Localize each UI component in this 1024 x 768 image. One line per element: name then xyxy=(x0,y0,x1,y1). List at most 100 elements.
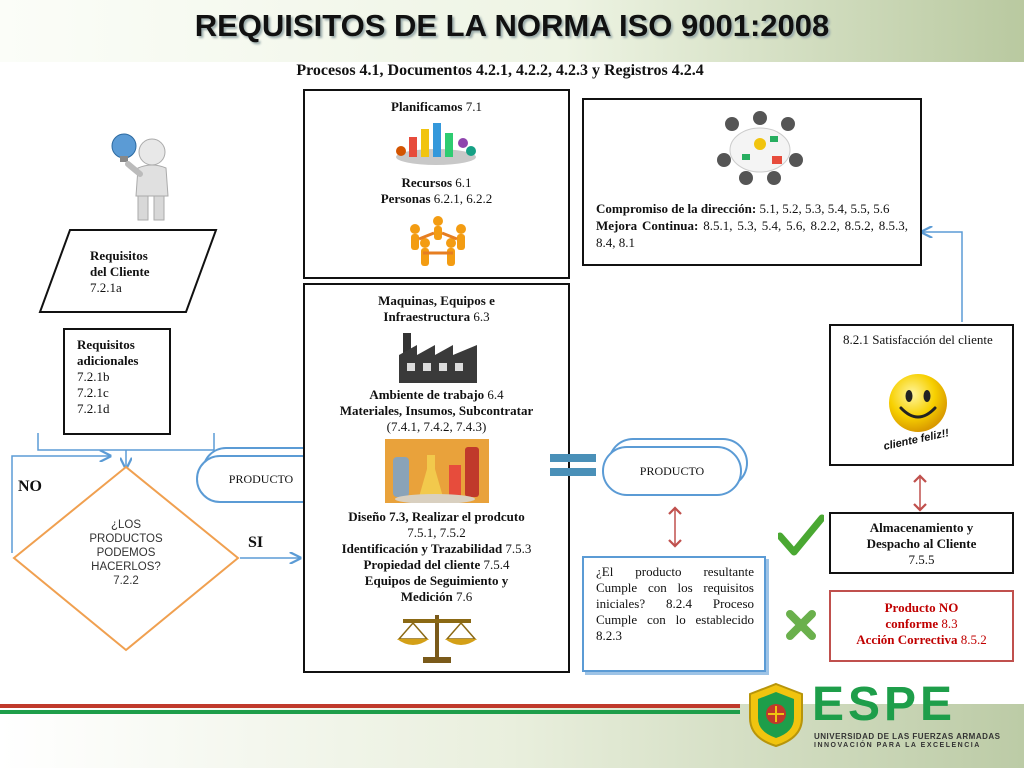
direccion-box: Compromiso de la dirección: 5.1, 5.2, 5.… xyxy=(582,98,922,266)
equipos-line1: Equipos de Seguimiento y xyxy=(364,573,509,588)
satisfaccion-box: 8.2.1 Satisfacción del cliente cliente f… xyxy=(829,324,1014,466)
espe-logo-text: ESPE xyxy=(812,678,957,731)
thinking-person-icon xyxy=(108,130,178,225)
recursos-row: Recursos 6.1 xyxy=(305,175,568,191)
resultante-line2: Proceso Cumple con lo establecido xyxy=(596,596,755,627)
requisitos-adicionales-ref1: 7.2.1b xyxy=(77,369,110,384)
personas-ref: 6.2.1, 6.2.2 xyxy=(433,191,493,206)
no-label: NO xyxy=(18,478,42,495)
almacenamiento-line1: Almacenamiento y xyxy=(869,520,974,535)
accion-ref: 8.5.2 xyxy=(960,632,987,647)
factory-icon xyxy=(397,327,479,383)
planificamos-row: Planificamos 7.1 xyxy=(305,99,568,115)
people-circle-icon xyxy=(401,213,475,269)
equipos-ref: 7.6 xyxy=(456,589,473,604)
identificacion-row: Identificación y Trazabilidad 7.5.3 xyxy=(305,541,568,557)
recursos-label: Recursos xyxy=(401,175,453,190)
footer-stripe-green xyxy=(0,710,740,714)
decision-line4: HACERLOS? xyxy=(91,561,161,573)
mejora-ref: 8.5.1, 5.3, 5.4, 5.6, 8.2.2, 8.5.2, 8.5.… xyxy=(596,218,908,250)
no-conforme-box: Producto NO conforme 8.3 Acción Correcti… xyxy=(829,590,1014,662)
decision-ref: 7.2.2 xyxy=(113,575,139,587)
mejora-label: Mejora Continua: xyxy=(596,218,699,233)
merge-bracket xyxy=(37,433,215,451)
cross-icon xyxy=(786,610,816,640)
accion-label: Acción Correctiva xyxy=(856,632,958,647)
personas-label: Personas xyxy=(380,191,431,206)
requisitos-adicionales-ref2: 7.2.1c xyxy=(77,385,109,400)
planificacion-box: Planificamos 7.1 Recursos 6.1 Personas 6… xyxy=(303,89,570,279)
maquinas-line1: Maquinas, Equipos e xyxy=(378,293,495,308)
identificacion-label: Identificación y Trazabilidad xyxy=(341,541,503,556)
maquinas-row2: Infraestructura 6.3 xyxy=(305,309,568,325)
decision-line1: ¿LOS xyxy=(110,519,142,531)
title-bar xyxy=(0,0,1024,62)
requisitos-cliente-label1: Requisitos xyxy=(90,248,148,263)
requisitos-adicionales-box: Requisitos adicionales 7.2.1b 7.2.1c 7.2… xyxy=(63,328,171,435)
requisitos-cliente-parallelogram xyxy=(38,229,218,313)
feedback-line xyxy=(922,232,963,322)
equals-bar-bottom xyxy=(550,468,596,476)
requisitos-adicionales-label2: adicionales xyxy=(77,353,139,368)
personas-row: Personas 6.2.1, 6.2.2 xyxy=(305,191,568,207)
recursos-ref: 6.1 xyxy=(455,175,472,190)
smiley-face-icon xyxy=(887,372,949,434)
resultante-line1: ¿El producto resultante Cumple con los r… xyxy=(596,564,754,611)
compromiso-text: Compromiso de la dirección: 5.1, 5.2, 5.… xyxy=(596,200,908,251)
espe-logo-line2: INNOVACIÓN PARA LA EXCELENCIA xyxy=(814,742,981,749)
materials-icon xyxy=(385,439,489,504)
page-title: REQUISITOS DE LA NORMA ISO 9001:2008 xyxy=(194,8,830,43)
propiedad-label: Propiedad del cliente xyxy=(363,557,481,572)
materiales-label: Materiales, Insumos, Subcontratar xyxy=(339,403,534,418)
recursos-produccion-box: Maquinas, Equipos e Infraestructura 6.3 … xyxy=(303,283,570,673)
diseno-ref: 7.5.1, 7.5.2 xyxy=(407,525,466,540)
decision-diamond xyxy=(12,465,240,652)
compromiso-ref: 5.1, 5.2, 5.3, 5.4, 5.5, 5.6 xyxy=(759,201,890,216)
accion-row: Acción Correctiva 8.5.2 xyxy=(831,632,1012,648)
requisitos-adicionales-ref3: 7.2.1d xyxy=(77,401,110,416)
producto-cloud-right: PRODUCTO xyxy=(602,446,742,496)
ambiente-ref: 6.4 xyxy=(487,387,504,402)
maquinas-ref: 6.3 xyxy=(473,309,490,324)
requisitos-cliente-label2: del Cliente xyxy=(90,264,150,279)
resultante-ref: 8.2.4 xyxy=(665,596,692,611)
checkmark-icon xyxy=(776,514,826,558)
propiedad-row: Propiedad del cliente 7.5.4 xyxy=(305,557,568,573)
no-loop-line xyxy=(11,456,110,553)
meeting-table-icon xyxy=(393,119,479,169)
decision-text: ¿LOS PRODUCTOS PODEMOS HACERLOS? 7.2.2 xyxy=(66,518,186,588)
si-label: SI xyxy=(248,534,264,551)
no-conforme-ref: 8.3 xyxy=(941,616,958,631)
decision-line3: PODEMOS xyxy=(96,547,156,559)
ambiente-label: Ambiente de trabajo xyxy=(369,387,485,402)
no-conforme-line2: conforme xyxy=(885,616,939,631)
university-seal-icon xyxy=(744,682,808,748)
propiedad-ref: 7.5.4 xyxy=(483,557,510,572)
decision-line2: PRODUCTOS xyxy=(89,533,163,545)
planificamos-label: Planificamos xyxy=(391,99,463,114)
team-meeting-icon xyxy=(712,110,808,186)
requisitos-adicionales-label1: Requisitos xyxy=(77,337,135,352)
almacenamiento-line2: Despacho al Cliente xyxy=(866,536,977,551)
equipos-line2: Medición xyxy=(400,589,453,604)
satisfaccion-label: 8.2.1 Satisfacción del cliente xyxy=(843,332,993,347)
resultante-ref2: 8.2.3 xyxy=(596,628,622,643)
equipos-row2: Medición 7.6 xyxy=(305,589,568,605)
balance-scale-icon xyxy=(395,609,479,665)
footer-stripe-red xyxy=(0,704,740,708)
no-conforme-row2: conforme 8.3 xyxy=(831,616,1012,632)
almacenamiento-box: Almacenamiento y Despacho al Cliente 7.5… xyxy=(829,512,1014,574)
equals-bar-top xyxy=(550,454,596,462)
almacenamiento-ref: 7.5.5 xyxy=(908,552,935,567)
materiales-ref: (7.4.1, 7.4.2, 7.4.3) xyxy=(386,419,487,434)
producto-resultante-box: ¿El producto resultante Cumple con los r… xyxy=(582,556,766,672)
requisitos-cliente-ref: 7.2.1a xyxy=(90,280,122,295)
compromiso-label: Compromiso de la dirección: xyxy=(596,201,757,216)
maquinas-line2: Infraestructura xyxy=(383,309,471,324)
footer-bar xyxy=(0,704,1024,768)
espe-logo-line1: UNIVERSIDAD DE LAS FUERZAS ARMADAS xyxy=(814,732,1001,741)
page-subtitle: Procesos 4.1, Documentos 4.2.1, 4.2.2, 4… xyxy=(296,62,704,79)
ambiente-row: Ambiente de trabajo 6.4 xyxy=(305,387,568,403)
identificacion-ref: 7.5.3 xyxy=(505,541,532,556)
